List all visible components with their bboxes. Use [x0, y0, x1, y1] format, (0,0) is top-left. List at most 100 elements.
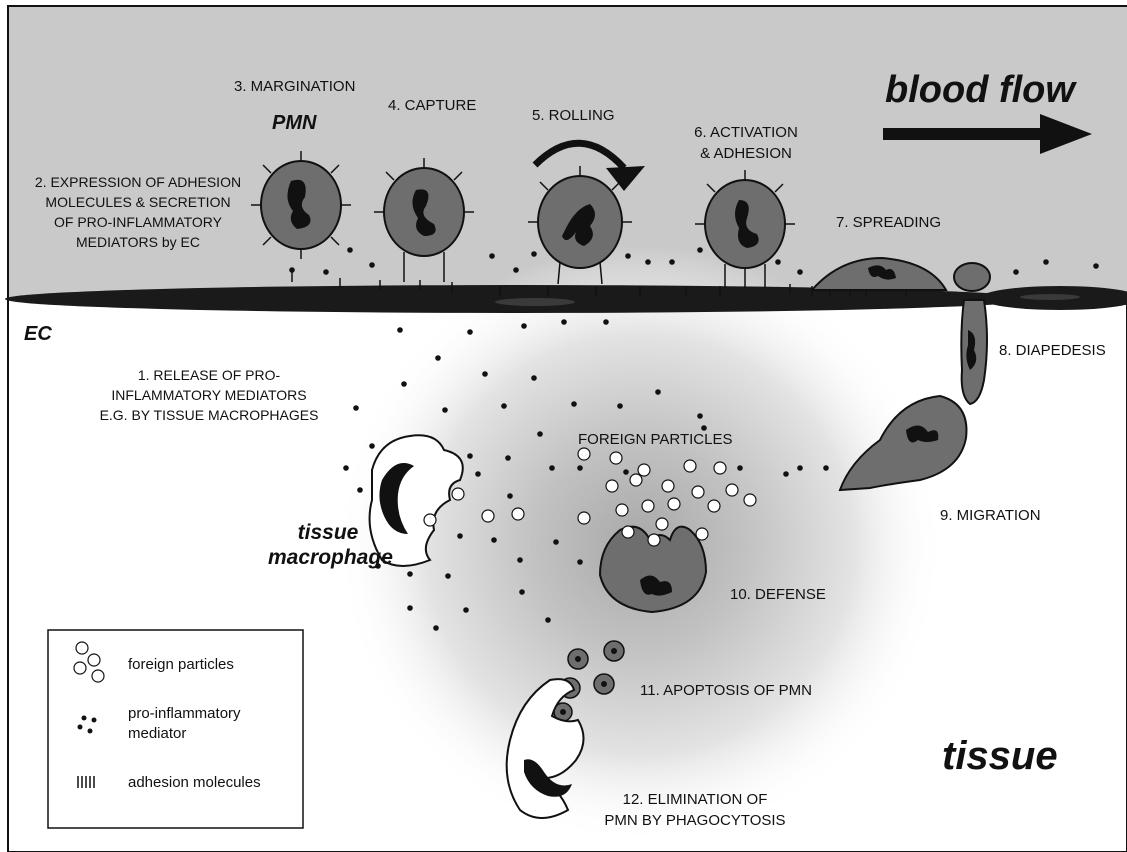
mediator-dot [343, 465, 349, 471]
mediator-dot [507, 493, 513, 499]
step-2-line-1: 2. EXPRESSION OF ADHESION [16, 172, 260, 192]
mediator-dot [289, 267, 295, 273]
ec-label: EC [24, 324, 52, 345]
endothelial-nucleus-right [1020, 294, 1080, 300]
foreign-particle [606, 480, 618, 492]
mediator-dot [323, 269, 329, 275]
foreign-particle [648, 534, 660, 546]
mediator-dot [625, 253, 631, 259]
mediator-dot [433, 625, 439, 631]
mediator-dot [457, 533, 463, 539]
mediator-dot [519, 589, 525, 595]
foreign-particle [578, 512, 590, 524]
mediator-dot [513, 267, 519, 273]
step-2-line-2: MOLECULES & SECRETION [16, 192, 260, 212]
endothelial-nucleus [495, 298, 575, 306]
foreign-particle [714, 462, 726, 474]
mediator-dot [397, 327, 403, 333]
mediator-dot [491, 537, 497, 543]
tissue-macrophage-line-1: tissue [268, 520, 388, 545]
foreign-particle [662, 480, 674, 492]
legend-adhesion: adhesion molecules [128, 772, 261, 793]
mediator-dot [531, 251, 537, 257]
step-3-label: 3. MARGINATION [234, 76, 355, 97]
foreign-particle [726, 484, 738, 496]
mediator-dot [407, 571, 413, 577]
foreign-particle [708, 500, 720, 512]
mediator-dot [549, 465, 555, 471]
mediator-dot [467, 453, 473, 459]
mediator-dot [463, 607, 469, 613]
mediator-dot [467, 329, 473, 335]
mediator-dot [445, 573, 451, 579]
mediator-dot [1093, 263, 1099, 269]
mediator-dot [442, 407, 448, 413]
foreign-particle [668, 498, 680, 510]
mediator-dot [517, 557, 523, 563]
foreign-particle [616, 504, 628, 516]
foreign-particle [692, 486, 704, 498]
foreign-particle [656, 518, 668, 530]
foreign-particle [638, 464, 650, 476]
mediator-dot [669, 259, 675, 265]
mediator-dot [482, 371, 488, 377]
step-2-line-3: OF PRO-INFLAMMATORY [16, 212, 260, 232]
mediator-dot [505, 455, 511, 461]
mediator-dot [435, 355, 441, 361]
mediator-dot [489, 253, 495, 259]
mediator-dot [347, 247, 353, 253]
step-2-label: 2. EXPRESSION OF ADHESION MOLECULES & SE… [16, 172, 260, 252]
mediator-dot [407, 605, 413, 611]
foreign-particle [512, 508, 524, 520]
legend-foreign-particles: foreign particles [128, 654, 234, 675]
foreign-particle [622, 526, 634, 538]
mediator-dot [357, 487, 363, 493]
step-8-label: 8. DIAPEDESIS [999, 340, 1106, 361]
step-12-line-2: PMN BY PHAGOCYTOSIS [590, 810, 800, 831]
mediator-dot [1043, 259, 1049, 265]
foreign-particle [642, 500, 654, 512]
foreign-particle [630, 474, 642, 486]
mediator-dot [797, 465, 803, 471]
mediator-dot [577, 559, 583, 565]
step-12-label: 12. ELIMINATION OF PMN BY PHAGOCYTOSIS [590, 789, 800, 831]
legend-mediator: pro-inflammatory mediator [128, 704, 241, 744]
step-7-label: 7. SPREADING [836, 212, 941, 233]
mediator-dot [531, 375, 537, 381]
mediator-dot [603, 319, 609, 325]
mediator-dot [571, 401, 577, 407]
step-6-line-2: & ADHESION [686, 143, 806, 164]
step-6-line-1: 6. ACTIVATION [686, 122, 806, 143]
foreign-particle [696, 528, 708, 540]
mediator-dot [645, 259, 651, 265]
step-11-label: 11. APOPTOSIS OF PMN [640, 680, 812, 701]
mediator-dot [623, 469, 629, 475]
step-1-label: 1. RELEASE OF PRO- INFLAMMATORY MEDIATOR… [76, 365, 342, 425]
mediator-dot [617, 403, 623, 409]
mediator-dot [475, 471, 481, 477]
step-9-label: 9. MIGRATION [940, 505, 1041, 526]
step-1-line-2: INFLAMMATORY MEDIATORS [76, 385, 342, 405]
mediator-dot [655, 389, 661, 395]
mediator-dot [501, 403, 507, 409]
mediator-dot [797, 269, 803, 275]
foreign-particles-label: FOREIGN PARTICLES [578, 429, 732, 450]
blood-flow-title: blood flow [885, 68, 1075, 112]
mediator-dot [401, 381, 407, 387]
mediator-dot [545, 617, 551, 623]
tissue-label: tissue [942, 733, 1058, 779]
mediator-dot [369, 443, 375, 449]
step-1-line-1: 1. RELEASE OF PRO- [76, 365, 342, 385]
mediator-dot [577, 465, 583, 471]
mediator-dot [1013, 269, 1019, 275]
foreign-particle [424, 514, 436, 526]
pmn-cell-margination [251, 151, 351, 259]
mediator-dot [697, 413, 703, 419]
step-1-line-3: E.G. BY TISSUE MACROPHAGES [76, 405, 342, 425]
mediator-dot [353, 405, 359, 411]
mediator-dot [697, 247, 703, 253]
mediator-dot [369, 262, 375, 268]
pmn-label: PMN [272, 113, 316, 134]
step-5-label: 5. ROLLING [532, 105, 615, 126]
